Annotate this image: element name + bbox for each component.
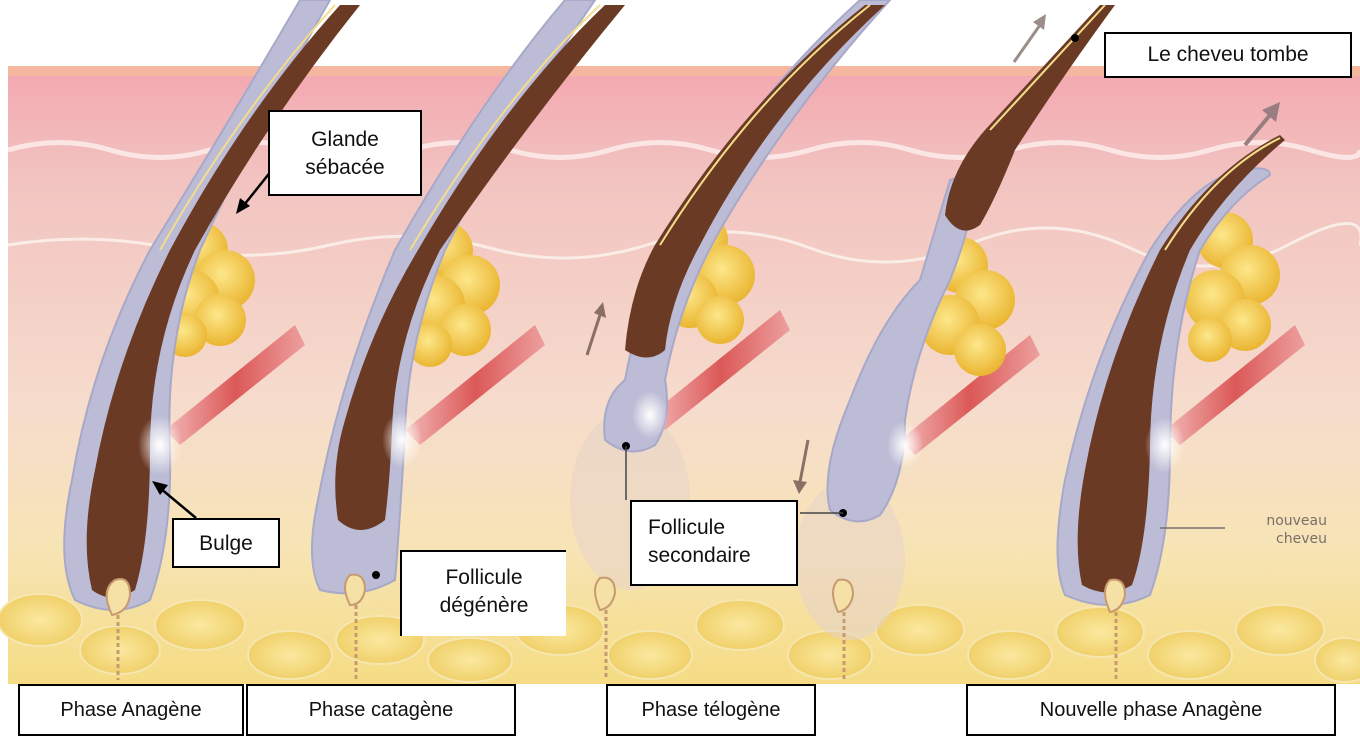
phase-nouvelle-anagene: Nouvelle phase Anagène bbox=[966, 684, 1336, 736]
label-follicule-degenere: Follicule dégénère bbox=[400, 550, 566, 636]
label-bulge: Bulge bbox=[172, 518, 280, 568]
phase-anagene: Phase Anagène bbox=[18, 684, 244, 736]
phase-catagene: Phase catagène bbox=[246, 684, 516, 736]
phase-telogene: Phase télogène bbox=[606, 684, 816, 736]
bulge-glow bbox=[632, 391, 668, 439]
label-glande-sebacee: Glande sébacée bbox=[268, 110, 422, 196]
label-nouveau-cheveu: nouveau cheveu bbox=[1235, 512, 1327, 548]
bulge-glow bbox=[138, 415, 182, 475]
label-follicule-secondaire: Follicule secondaire bbox=[630, 500, 798, 586]
bulge-glow bbox=[382, 412, 422, 468]
label-cheveu-tombe: Le cheveu tombe bbox=[1104, 32, 1352, 78]
bulge-glow bbox=[1145, 417, 1185, 473]
marker-dot bbox=[1071, 34, 1079, 42]
exit-arrow-icon bbox=[1014, 14, 1046, 62]
marker-dot bbox=[372, 571, 380, 579]
bulge-glow bbox=[887, 421, 923, 469]
